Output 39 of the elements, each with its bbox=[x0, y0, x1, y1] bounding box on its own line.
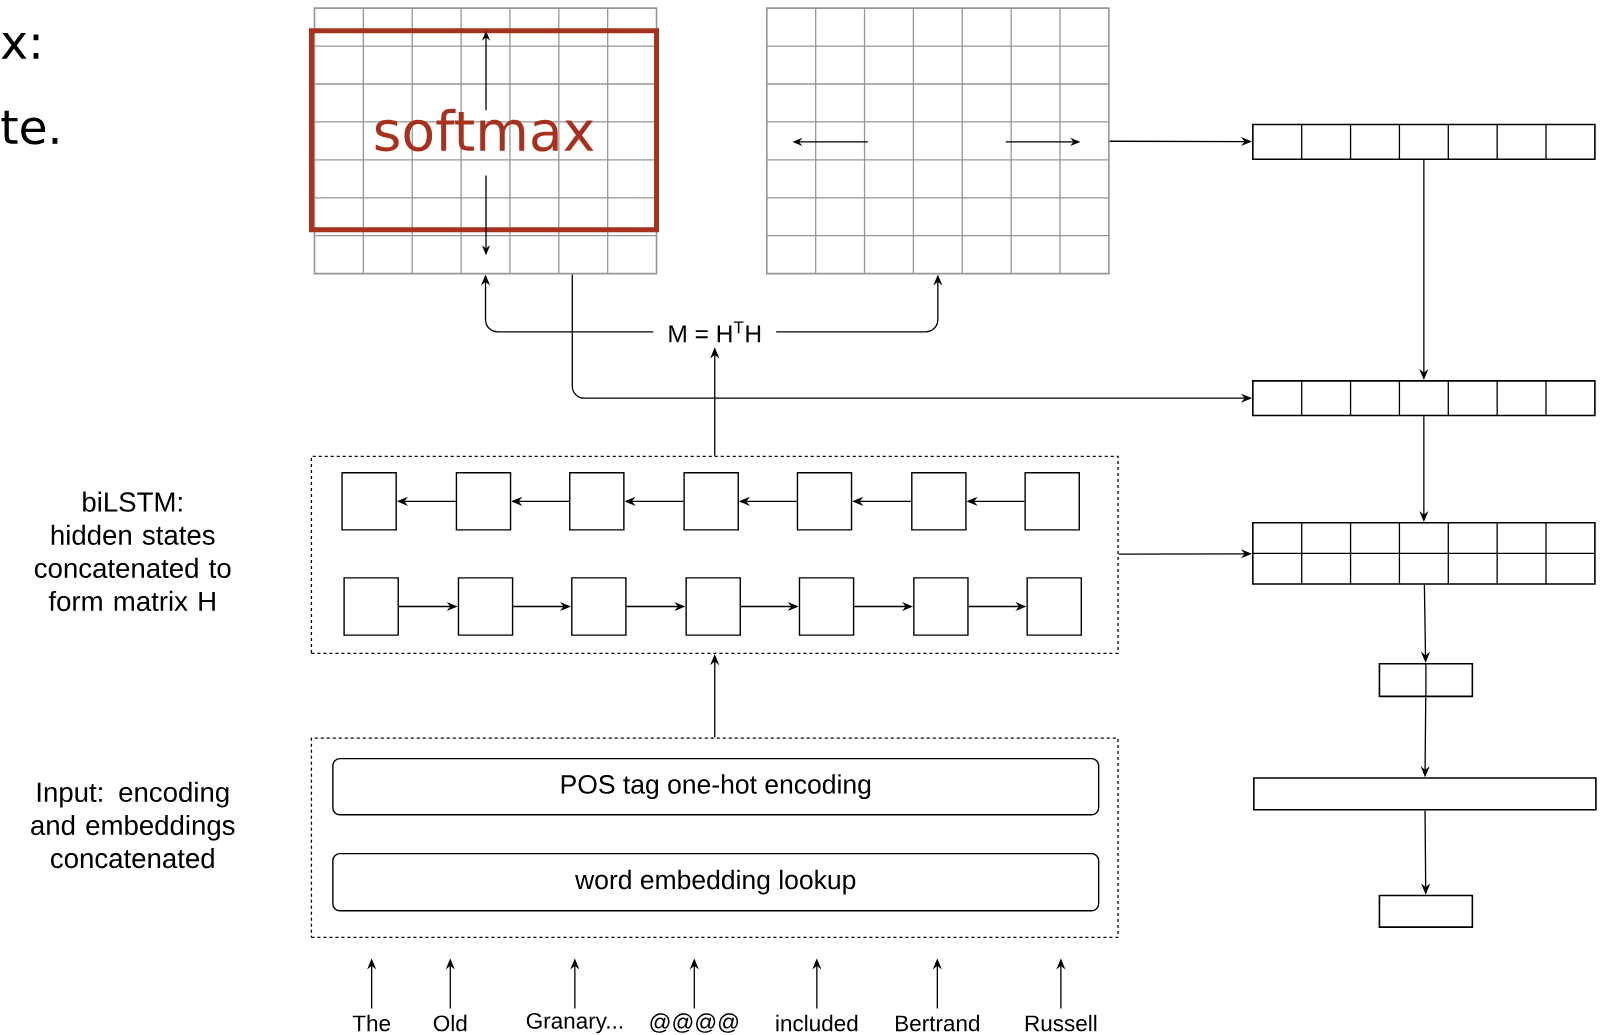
vector-cells bbox=[1252, 522, 1596, 585]
lstm-cell bbox=[685, 577, 741, 636]
lstm-cell bbox=[341, 472, 397, 531]
vector-cells bbox=[1252, 123, 1596, 161]
vector-cells bbox=[1378, 662, 1474, 698]
text-label: @@@@ bbox=[650, 1013, 739, 1033]
lstm-cell bbox=[911, 472, 967, 531]
vector-cells bbox=[1253, 777, 1597, 811]
dashed-layer-box bbox=[310, 737, 1119, 938]
slide-text: te. bbox=[1, 110, 58, 145]
text-label: The bbox=[352, 1014, 391, 1032]
lstm-cell bbox=[683, 472, 739, 531]
text-label: Old bbox=[433, 1014, 467, 1032]
softmax-box: softmax bbox=[308, 28, 660, 233]
lstm-cell bbox=[569, 472, 625, 531]
lstm-cell bbox=[457, 577, 514, 636]
lstm-cell bbox=[1026, 577, 1082, 636]
text-label: Bertrand bbox=[896, 1014, 980, 1032]
matrix-grid bbox=[313, 7, 658, 275]
lstm-cell bbox=[571, 577, 627, 636]
lstm-cell bbox=[343, 577, 399, 636]
rounded-box: POS tag one-hot encoding bbox=[332, 757, 1100, 816]
side-label: Input: encoding and embeddings concatenated bbox=[31, 781, 235, 869]
text-label: included bbox=[776, 1014, 858, 1032]
matrix-grid bbox=[766, 7, 1110, 275]
text-label: M = H$^{T}$H bbox=[669, 321, 761, 343]
dashed-layer-box bbox=[310, 455, 1119, 655]
text-label: Granary... bbox=[526, 1012, 622, 1034]
lstm-cell bbox=[455, 472, 512, 531]
slide-text: x: bbox=[1, 33, 39, 59]
lstm-cell bbox=[913, 577, 969, 636]
lstm-cell bbox=[798, 577, 855, 636]
side-label: biLSTM: hidden states concatenated to form matrix H bbox=[34, 491, 231, 612]
vector-cells bbox=[1378, 894, 1474, 928]
vector-cells bbox=[1252, 380, 1596, 417]
text-label: Russell bbox=[1025, 1014, 1097, 1032]
lstm-cell bbox=[796, 472, 853, 531]
lstm-cell bbox=[1024, 472, 1080, 531]
rounded-box: word embedding lookup bbox=[332, 852, 1100, 912]
